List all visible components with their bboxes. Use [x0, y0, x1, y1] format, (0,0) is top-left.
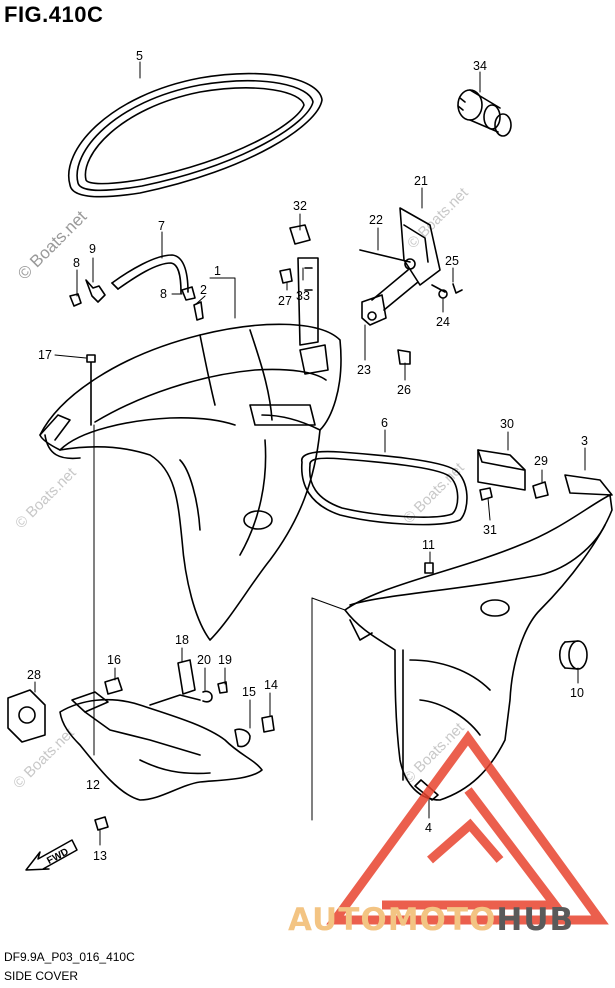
brand-wordmark-part1: AUTOMOTO [288, 902, 497, 938]
callout-12: 12 [86, 778, 100, 792]
callout-23: 23 [357, 363, 371, 377]
callout-11: 11 [422, 538, 435, 552]
callout-3: 3 [581, 434, 588, 448]
callout-8a: 8 [73, 256, 80, 270]
support-frame-part [59, 691, 263, 801]
brand-wordmark-part2: HUB [496, 902, 575, 938]
clip-parts [69, 279, 204, 321]
bracket-30-part [477, 449, 549, 501]
callout-4: 4 [425, 821, 432, 835]
leader-lines [34, 61, 586, 846]
callout-21: 21 [414, 174, 428, 188]
callout-22: 22 [369, 213, 383, 227]
callout-9: 9 [89, 242, 96, 256]
diagram-code: DF9.9A_P03_016_410C [4, 950, 135, 964]
latch-lever-assembly [359, 207, 463, 365]
callout-6: 6 [381, 416, 388, 430]
grommet-10-part [558, 640, 588, 670]
callout-24: 24 [436, 315, 450, 329]
callout-29: 29 [534, 454, 548, 468]
callout-13: 13 [93, 849, 107, 863]
callout-16: 16 [107, 653, 121, 667]
diagram-name: SIDE COVER [4, 969, 79, 983]
brand-wordmark: AUTOMOTOHUB [288, 902, 574, 938]
upper-side-cover-part [39, 323, 342, 641]
forward-arrow-icon: FWD [25, 839, 78, 871]
callout-19: 19 [218, 653, 232, 667]
callout-33: 33 [296, 289, 310, 303]
callout-7: 7 [158, 219, 165, 233]
callout-1: 1 [214, 264, 221, 278]
brand-triangle-logo [326, 730, 609, 925]
callout-30: 30 [500, 417, 514, 431]
mount-hardware [7, 659, 275, 748]
callout-27: 27 [278, 294, 292, 308]
fwd-label: FWD [45, 846, 70, 866]
callout-14: 14 [264, 678, 278, 692]
small-fasteners [279, 224, 319, 346]
callout-28: 28 [27, 668, 41, 682]
callout-26: 26 [397, 383, 411, 397]
hose-part [111, 254, 189, 294]
lower-side-cover-part [344, 474, 613, 801]
plug-part [457, 89, 512, 137]
gasket-part [300, 450, 468, 526]
callout-32: 32 [293, 199, 307, 213]
callout-10: 10 [570, 686, 584, 700]
callout-2: 2 [200, 283, 207, 297]
callout-17: 17 [38, 348, 52, 362]
callout-34: 34 [473, 59, 487, 73]
callout-15: 15 [242, 685, 256, 699]
callout-20: 20 [197, 653, 211, 667]
callout-18: 18 [175, 633, 189, 647]
callout-25: 25 [445, 254, 459, 268]
callout-31: 31 [483, 523, 497, 537]
callout-8b: 8 [160, 287, 167, 301]
callout-5: 5 [136, 49, 143, 63]
figure-title: FIG.410C [4, 2, 104, 27]
seal-ring-part [67, 72, 323, 198]
